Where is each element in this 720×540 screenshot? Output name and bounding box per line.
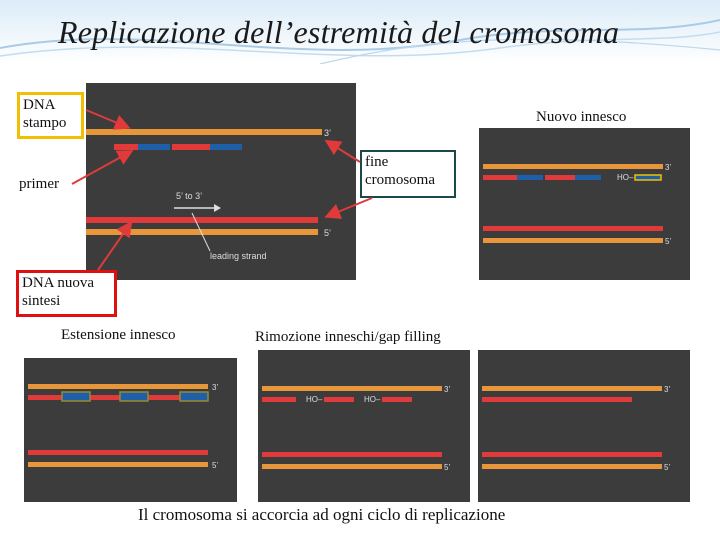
fine-cromosoma-label: fine cromosoma bbox=[360, 150, 456, 198]
new-strand-leading bbox=[28, 450, 208, 455]
nuovo-innesco-label: Nuovo innesco bbox=[536, 108, 627, 126]
three-prime-label: 3’ bbox=[212, 383, 218, 392]
panel-primer-extension: 3’ 5’ bbox=[24, 358, 237, 502]
five-prime-label: 5’ bbox=[665, 237, 671, 246]
new-strand-segment bbox=[114, 144, 138, 150]
panel-leading-strand: 3’ 5’ to 3’ 5’ leading strand bbox=[86, 83, 356, 280]
new-primer-end bbox=[634, 174, 662, 181]
ho-label: HO– bbox=[364, 395, 381, 404]
template-strand-bottom bbox=[483, 238, 663, 243]
primer-box bbox=[119, 391, 149, 402]
new-strand-leading bbox=[86, 217, 318, 223]
primer-segment bbox=[210, 144, 242, 150]
five-prime-label: 5’ bbox=[324, 228, 331, 238]
ho-label: HO– bbox=[306, 395, 323, 404]
panel-gap-filled: 3’ 5’ bbox=[478, 350, 690, 502]
template-strand-top bbox=[483, 164, 663, 169]
new-strand-segment bbox=[382, 397, 412, 402]
primer-box bbox=[61, 391, 91, 402]
template-strand-bottom bbox=[28, 462, 208, 467]
new-strand-segment bbox=[324, 397, 354, 402]
new-strand-segment bbox=[262, 397, 296, 402]
template-strand-bottom bbox=[262, 464, 442, 469]
primer-segment bbox=[575, 175, 601, 180]
leading-strand-pointer bbox=[191, 212, 211, 252]
page-title: Replicazione dell’estremità del cromosom… bbox=[58, 14, 620, 50]
new-strand-segment bbox=[172, 144, 210, 150]
new-strand-segment bbox=[483, 175, 517, 180]
banner-swirl-decoration bbox=[0, 19, 720, 64]
template-strand-bottom bbox=[86, 229, 318, 235]
three-prime-label: 3’ bbox=[444, 385, 450, 394]
new-strand-shortened bbox=[482, 397, 632, 402]
primer-box bbox=[179, 391, 209, 402]
ho-label: HO– bbox=[617, 173, 634, 182]
rimozione-label: Rimozione inneschi/gap filling bbox=[255, 328, 441, 346]
new-strand-leading bbox=[482, 452, 662, 457]
estensione-innesco-label: Estensione innesco bbox=[61, 326, 176, 344]
template-strand-top bbox=[86, 129, 322, 135]
new-strand-leading bbox=[262, 452, 442, 457]
conclusion-caption: Il cromosoma si accorcia ad ogni ciclo d… bbox=[138, 505, 506, 524]
three-prime-label: 3’ bbox=[665, 163, 671, 172]
template-strand-top bbox=[262, 386, 442, 391]
panel-primer-removal: 3’ HO– HO– 5’ bbox=[258, 350, 470, 502]
three-prime-label: 3’ bbox=[324, 128, 331, 138]
panel-new-primer: 3’ HO– 5’ bbox=[479, 128, 690, 280]
direction-arrow-head bbox=[214, 204, 221, 212]
five-to-three-label: 5’ to 3’ bbox=[176, 191, 202, 201]
primer-segment bbox=[517, 175, 543, 180]
new-strand-segment bbox=[545, 175, 575, 180]
new-strand-line bbox=[28, 395, 208, 400]
five-prime-label: 5’ bbox=[444, 463, 450, 472]
five-prime-label: 5’ bbox=[212, 461, 218, 470]
dna-stampo-label: DNA stampo bbox=[17, 92, 84, 139]
template-strand-top bbox=[28, 384, 208, 389]
primer-segment bbox=[138, 144, 170, 150]
new-strand-leading bbox=[483, 226, 663, 231]
three-prime-label: 3’ bbox=[664, 385, 670, 394]
dna-nuova-sintesi-label: DNA nuova sintesi bbox=[16, 270, 117, 317]
template-strand-bottom bbox=[482, 464, 662, 469]
leading-strand-label: leading strand bbox=[210, 251, 267, 261]
template-strand-top bbox=[482, 386, 662, 391]
five-prime-label: 5’ bbox=[664, 463, 670, 472]
title-banner: Replicazione dell’estremità del cromosom… bbox=[0, 0, 720, 64]
primer-label: primer bbox=[19, 175, 59, 193]
